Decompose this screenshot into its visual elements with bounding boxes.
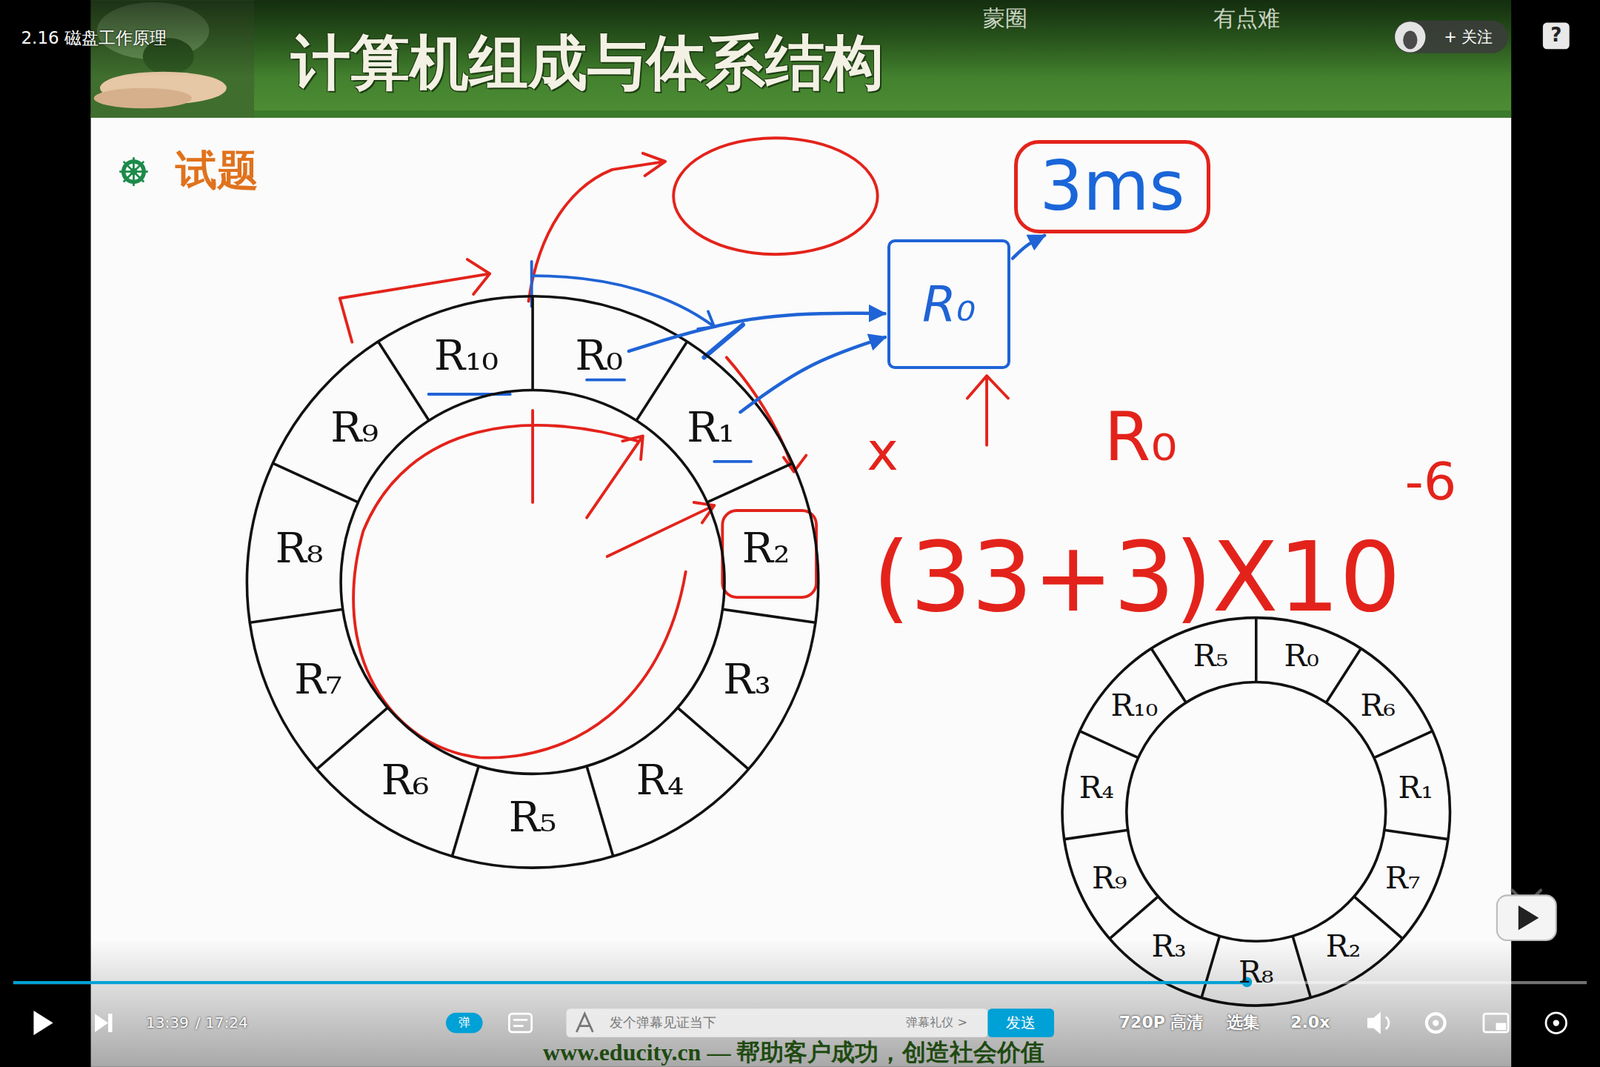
disk-sector: R₅: [505, 791, 560, 843]
danmaku-comment: 蒙圈: [982, 5, 1028, 32]
handwritten-sector-box: R₀: [887, 239, 1010, 369]
sector-label: R₉: [330, 403, 379, 452]
sector-label: R₃: [1151, 929, 1186, 965]
help-icon: ?: [1550, 24, 1562, 47]
slide-title: 计算机组成与体系结构: [291, 28, 884, 98]
disk-sector: R₆: [378, 754, 433, 806]
sector-label: R₅: [1193, 639, 1229, 675]
interleaved-sector: R₇: [1382, 859, 1423, 898]
sector-label: R₇: [294, 655, 343, 703]
sector-label: R₈: [275, 524, 324, 572]
sector-label: R₉: [1091, 860, 1127, 896]
sector-label: R₆: [1360, 688, 1396, 723]
danmaku-etiquette-link: 弹幕礼仪 >: [905, 1015, 968, 1029]
disk-tracks: [246, 296, 1450, 1006]
disk-sector: R₄: [633, 754, 688, 806]
send-button-text: 发送: [1005, 1014, 1036, 1032]
disk-sector: R₇: [291, 654, 346, 705]
disk-sector: R₁: [683, 402, 738, 453]
footer-slogan: www.educity.cn — 帮助客户成功，创造社会价值: [542, 1038, 1045, 1066]
playback-speed: 2.0x: [1290, 1013, 1330, 1032]
episode-selector: 选集: [1226, 1013, 1260, 1032]
danmaku-input-placeholder: 发个弹幕见证当下: [609, 1014, 717, 1031]
handwritten-note: R₀: [1104, 398, 1178, 476]
app-badge: [1497, 889, 1557, 940]
sector-label: R₁₀: [1110, 688, 1158, 723]
video-title: 2.16 磁盘工作原理: [20, 28, 167, 48]
sector-label: R₅: [508, 793, 558, 841]
disk-sector: R₃: [720, 654, 775, 705]
danmaku-comment: 有点难: [1213, 5, 1280, 32]
disk-sector: R₁₀: [431, 330, 502, 381]
total-time: 17:24: [205, 1014, 249, 1032]
handwritten-note: x: [866, 420, 899, 482]
time-separator: /: [195, 1014, 201, 1032]
interleaved-sector: R₃: [1148, 928, 1189, 966]
interleaved-sector: R₁: [1395, 769, 1437, 808]
sector-label: R₄: [636, 756, 685, 804]
progress-track: [13, 980, 1587, 984]
slide-background: [91, 117, 1512, 1067]
sector-label: R₂: [1325, 929, 1361, 965]
danmaku-toggle: 弹: [458, 1015, 471, 1029]
follow-button-text: + 关注: [1443, 28, 1493, 46]
sector-label: R₄: [1079, 771, 1115, 806]
handwritten-exponent: -6: [1404, 451, 1457, 512]
interleaved-sector: R₄: [1076, 769, 1118, 808]
interleaved-sector: R₆: [1357, 686, 1399, 725]
disk-sector: R₀: [571, 330, 626, 381]
handwritten-formula: (33+3)X10: [872, 522, 1401, 634]
sector-label: R₁: [1398, 771, 1434, 806]
disk-sector: R₂: [739, 522, 794, 574]
arrow-connector: [740, 337, 885, 412]
interleaved-sector: R₁₀: [1107, 686, 1161, 725]
section-bullet-icon: [119, 157, 149, 186]
interleaved-sector: R₂: [1322, 928, 1364, 966]
progress-played: [13, 980, 1247, 984]
interleaved-sector: R₅: [1190, 637, 1232, 676]
quality-selector: 720P 高清: [1119, 1013, 1204, 1032]
red-handwriting: [340, 137, 1009, 758]
current-time: 13:39: [145, 1014, 189, 1032]
player-controls: [33, 1008, 1566, 1038]
sector-label: R₆: [381, 756, 430, 804]
interleaved-sector: R₀: [1280, 637, 1322, 676]
sector-label: R₈: [1238, 954, 1274, 990]
sector-label: R₃: [722, 655, 772, 703]
help-icon-box: [1542, 22, 1570, 50]
blue-handwriting: [428, 261, 752, 462]
header-rule: [91, 110, 1512, 118]
interleaved-sector: R₉: [1088, 859, 1130, 898]
arrow-connector: [628, 313, 886, 352]
disk-sector: R₉: [327, 402, 382, 453]
sector-label: R₀: [922, 276, 976, 333]
sector-label: 3ms: [1039, 147, 1185, 226]
time-result-box: 3ms: [1014, 140, 1210, 235]
disk-sector: R₈: [272, 522, 327, 574]
follow-pill: [1394, 20, 1509, 54]
section-heading: 试题: [175, 146, 259, 195]
arrow-connector: [1012, 235, 1045, 259]
sector-label: R₂: [742, 524, 791, 572]
sector-label: R₁: [686, 403, 735, 452]
interleaved-sector: R₈: [1235, 953, 1277, 992]
sector-label: R₁₀: [434, 331, 499, 380]
sector-label: R₀: [1283, 639, 1319, 675]
sector-label: R₀: [574, 331, 623, 380]
sector-label: R₇: [1385, 860, 1420, 896]
